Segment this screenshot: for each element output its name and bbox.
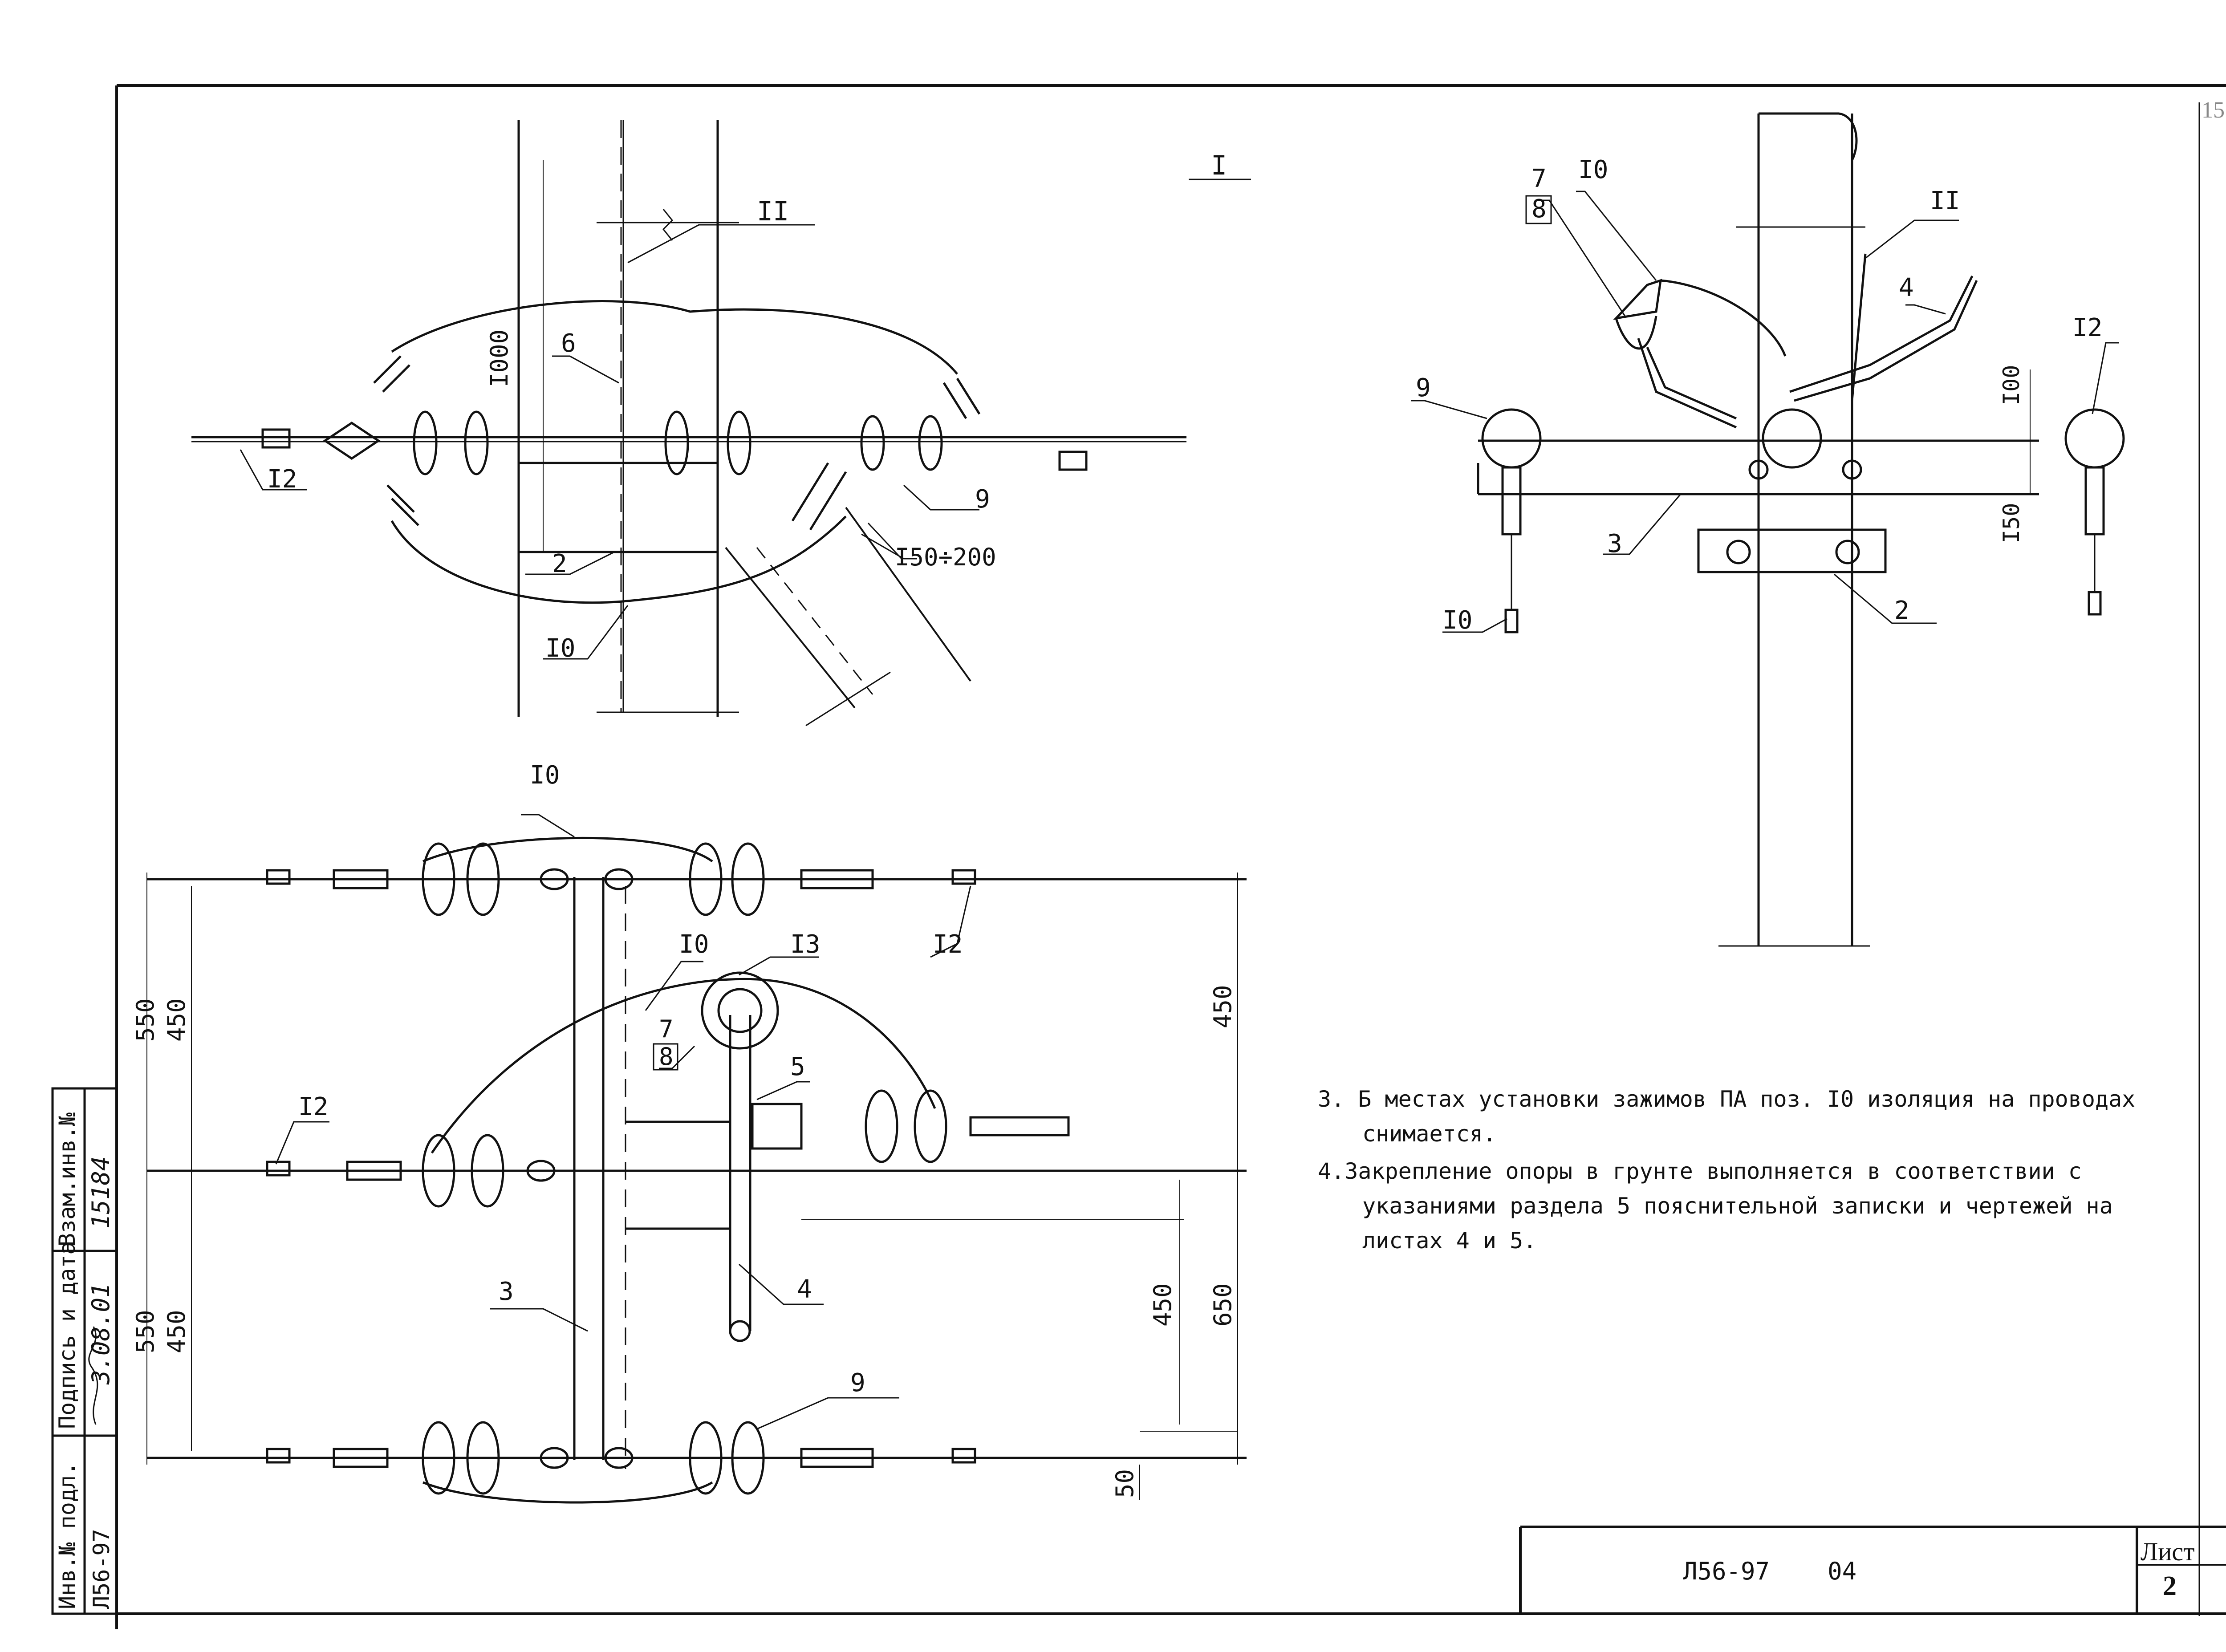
dim-650: 650 <box>1209 1283 1237 1327</box>
title-block-code: Л56-97 04 <box>1683 1557 1856 1585</box>
title-block <box>1519 1526 2226 1614</box>
callout-2: 2 <box>552 549 567 578</box>
dim-50: 50 <box>1111 1469 1139 1498</box>
stamp-col3-title: Взам.инв.№ <box>54 1112 80 1246</box>
note-3-number: 3. <box>1318 1086 1345 1112</box>
note-4-line2: указаниями раздела 5 пояснительной запис… <box>1362 1193 2113 1219</box>
signature <box>88 1326 98 1425</box>
callout-view-I: I <box>1211 150 1227 181</box>
note-4-line3: листах 4 и 5. <box>1362 1228 1537 1254</box>
callout-9-plan: 9 <box>850 1368 865 1397</box>
callout-I50-200: I50÷200 <box>895 543 996 571</box>
callout-I3: I3 <box>790 930 820 959</box>
callout-I2: I2 <box>267 465 297 494</box>
callout-8: 8 <box>1531 195 1547 223</box>
plan-view: I0 I0 I3 7 8 5 I2 I2 3 4 9 550 450 550 4… <box>131 761 1247 1504</box>
note-3: 3. Б местах установки зажимов ПА поз. I0… <box>1318 1082 2208 1151</box>
callout-I0-plan-top: I0 <box>530 761 560 790</box>
side-stamp: Инв.№ подл. Л56-97 Подпись и дата 3.08.0… <box>51 1087 118 1615</box>
top-right-view: 7 8 I0 II 4 I2 9 I00 I50 3 2 I0 <box>1411 112 2125 947</box>
dim-450-lower-left: 450 <box>162 1310 191 1353</box>
callout-3-plan: 3 <box>499 1277 514 1306</box>
dim-550-upper: 550 <box>131 998 159 1042</box>
callout-2-right: 2 <box>1894 596 1909 625</box>
stamp-col1-value: Л56-97 <box>89 1529 114 1609</box>
callout-6: 6 <box>561 329 576 358</box>
stamp-col1-title: Инв.№ подл. <box>54 1462 80 1609</box>
callout-I2-plan-top: I2 <box>933 930 963 959</box>
callout-3-right: 3 <box>1607 529 1622 558</box>
top-left-view: I II 6 I000 2 I0 I2 9 I50÷200 <box>191 120 1251 727</box>
callout-4: 4 <box>1899 273 1914 302</box>
dim-450-lower-right: 450 <box>1149 1283 1177 1327</box>
drawing-code: Л56-97 <box>1683 1557 1770 1585</box>
callout-7: 7 <box>1531 164 1547 193</box>
dim-550-lower: 550 <box>131 1310 159 1353</box>
top-left-callouts: I II 6 I000 2 I0 I2 9 I50÷200 <box>267 150 1251 663</box>
callout-I000: I000 <box>485 329 513 387</box>
note-4-number: 4. <box>1318 1158 1345 1184</box>
callout-9: 9 <box>975 485 990 514</box>
callout-8-plan: 8 <box>659 1043 674 1071</box>
callout-II-right: II <box>1930 187 1960 215</box>
callout-I2-plan-mid: I2 <box>298 1092 328 1121</box>
callout-I0-plan-mid: I0 <box>679 930 709 959</box>
callout-I0-top: I0 <box>1578 155 1608 184</box>
dim-450-upper-left: 450 <box>162 998 191 1042</box>
callout-II: II <box>757 196 789 227</box>
sheet-label: Лист <box>2141 1537 2195 1566</box>
note-4-line1: Закрепление опоры в грунте выполняется в… <box>1345 1158 2082 1184</box>
callout-I0: I0 <box>545 634 575 663</box>
page-mark: 15 <box>2202 97 2225 123</box>
dim-450-upper-right: 450 <box>1209 985 1237 1028</box>
plan-callouts: I0 I0 I3 7 8 5 I2 I2 3 4 9 550 450 550 4… <box>131 761 1237 1498</box>
callout-4-plan: 4 <box>797 1275 812 1304</box>
callout-I2-right: I2 <box>2072 313 2102 342</box>
callout-7-plan: 7 <box>659 1015 674 1043</box>
callout-I00: I00 <box>1999 365 2024 405</box>
insulator-chain-left <box>261 355 1088 531</box>
callout-I0-bottom: I0 <box>1442 606 1472 635</box>
stamp-col3-value: 15184 <box>87 1156 115 1229</box>
callout-I50: I50 <box>1999 503 2024 543</box>
stamp-col2-title: Подпись и дата <box>54 1242 80 1429</box>
sheet-number: 2 <box>2163 1571 2177 1601</box>
callout-9-right: 9 <box>1416 373 1431 402</box>
drawing-sheet-no: 04 <box>1828 1557 1857 1585</box>
callout-5: 5 <box>790 1052 805 1081</box>
top-right-callouts: 7 8 I0 II 4 I2 9 I00 I50 3 2 I0 <box>1416 155 2102 635</box>
note-4: 4.Закрепление опоры в грунте выполняется… <box>1318 1154 2208 1258</box>
note-3-line2: снимается. <box>1362 1121 1497 1147</box>
note-3-line1: Б местах установки зажимов ПА поз. I0 из… <box>1358 1086 2136 1112</box>
notes-block: 3. Б местах установки зажимов ПА поз. I0… <box>1318 1082 2208 1261</box>
stamp-col2-value: 3.08.01 <box>87 1283 115 1385</box>
